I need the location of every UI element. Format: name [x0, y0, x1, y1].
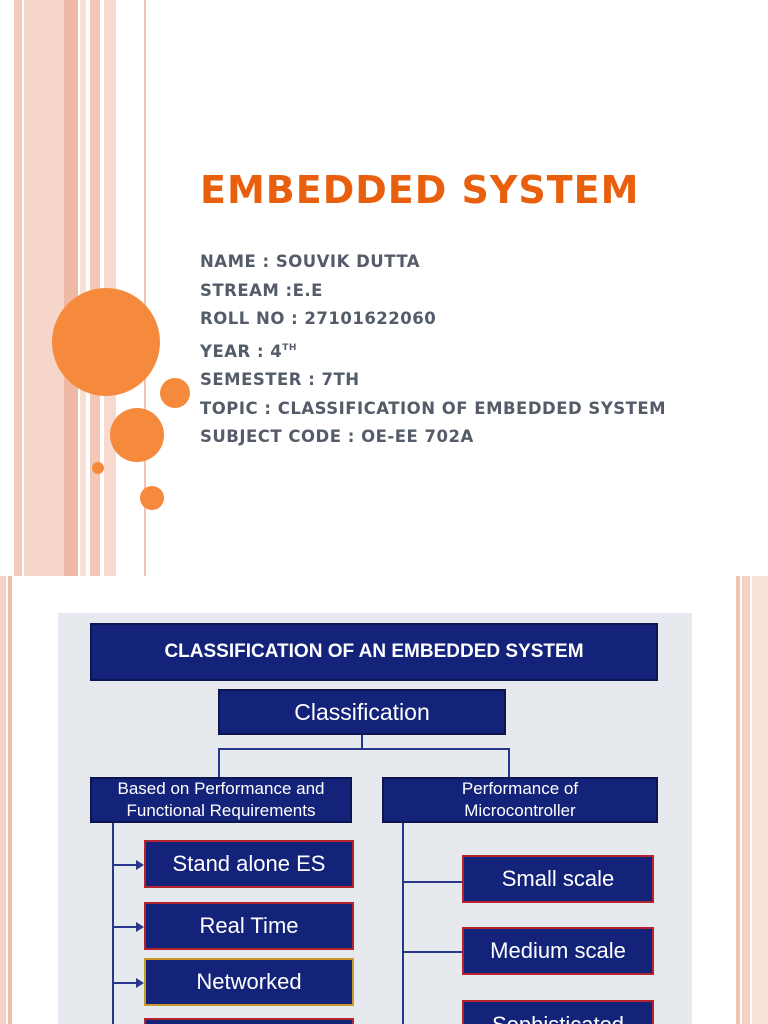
item-small-scale: Small scale: [462, 855, 654, 903]
decorative-stripe: [8, 576, 12, 1024]
decorative-circle-small: [160, 378, 190, 408]
student-info: NAME : SOUVIK DUTTA STREAM :E.E ROLL NO …: [200, 248, 666, 452]
category-label-line: Based on Performance and: [117, 779, 325, 798]
roll-line: ROLL NO : 27101622060: [200, 309, 437, 328]
connector-line: [218, 748, 509, 750]
decorative-circle-tiny: [92, 462, 104, 474]
year-line: YEAR : 4TH: [200, 334, 666, 367]
category-performance-functional: Based on Performance and Functional Requ…: [90, 777, 352, 823]
category-label-line: Functional Requirements: [126, 801, 316, 820]
semester-line: SEMESTER : 7TH: [200, 370, 360, 389]
connector-line: [508, 748, 510, 777]
connector-line: [402, 881, 462, 883]
title-slide: EMBEDDED SYSTEM NAME : SOUVIK DUTTA STRE…: [14, 0, 666, 576]
decorative-stripe: [742, 576, 750, 1024]
decorative-circle-medium: [110, 408, 164, 462]
connector-line: [402, 823, 404, 1024]
connector-line: [112, 864, 136, 866]
decorative-stripe: [80, 0, 86, 576]
diagram-banner: CLASSIFICATION OF AN EMBEDDED SYSTEM: [90, 623, 658, 681]
decorative-stripe: [64, 0, 78, 576]
name-line: NAME : SOUVIK DUTTA: [200, 252, 421, 271]
decorative-stripe: [0, 576, 6, 1024]
arrow-right-icon: [136, 860, 144, 870]
decorative-stripe: [24, 0, 64, 576]
item-stand-alone: Stand alone ES: [144, 840, 354, 888]
topic-line: TOPIC : CLASSIFICATION OF EMBEDDED SYSTE…: [200, 398, 667, 418]
connector-line: [218, 748, 220, 777]
category-microcontroller-performance: Performance of Microcontroller: [382, 777, 658, 823]
category-label-line: Microcontroller: [464, 801, 576, 820]
connector-line: [112, 926, 136, 928]
connector-line: [112, 823, 114, 1024]
decorative-circle-small: [140, 486, 164, 510]
classification-diagram: CLASSIFICATION OF AN EMBEDDED SYSTEM Cla…: [58, 613, 692, 1024]
root-node: Classification: [218, 689, 506, 735]
item-medium-scale: Medium scale: [462, 927, 654, 975]
decorative-circle-large: [52, 288, 160, 396]
item-networked: Networked: [144, 958, 354, 1006]
arrow-right-icon: [136, 922, 144, 932]
connector-line: [112, 982, 136, 984]
item-next-left: [144, 1018, 354, 1024]
decorative-stripe: [736, 576, 740, 1024]
connector-line: [361, 735, 363, 749]
item-sophisticated: Sophisticated: [462, 1000, 654, 1024]
decorative-stripe: [752, 576, 768, 1024]
decorative-stripe: [14, 0, 22, 576]
decorative-divider-line: [144, 0, 146, 576]
slide-title: EMBEDDED SYSTEM: [200, 168, 640, 212]
subject-code-line: SUBJECT CODE : OE-EE 702A: [200, 427, 474, 446]
year-suffix: TH: [282, 342, 297, 353]
item-real-time: Real Time: [144, 902, 354, 950]
category-label-line: Performance of: [461, 779, 579, 798]
stream-line: STREAM :E.E: [200, 280, 323, 300]
connector-line: [402, 951, 462, 953]
year-value: YEAR : 4: [200, 341, 283, 361]
classification-slide: CLASSIFICATION OF AN EMBEDDED SYSTEM Cla…: [0, 576, 768, 1024]
arrow-right-icon: [136, 978, 144, 988]
